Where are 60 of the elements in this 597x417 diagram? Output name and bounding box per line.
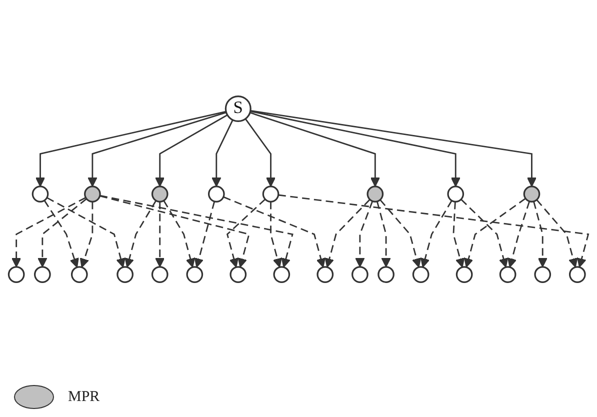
arrow bbox=[270, 201, 282, 268]
node-circle bbox=[84, 185, 101, 202]
arrow bbox=[460, 198, 508, 268]
arrow bbox=[44, 200, 79, 268]
arrow bbox=[100, 194, 250, 268]
arrow bbox=[80, 201, 94, 268]
arrow bbox=[38, 198, 87, 267]
arrow bbox=[250, 112, 380, 186]
node-circle bbox=[151, 266, 168, 283]
node-circle bbox=[316, 266, 334, 283]
arrow bbox=[163, 200, 196, 268]
arrow bbox=[250, 110, 460, 186]
arrow bbox=[194, 200, 216, 268]
arrow bbox=[533, 200, 548, 267]
arrow bbox=[464, 197, 526, 268]
node-circle bbox=[534, 266, 552, 283]
node-circle: S bbox=[224, 95, 252, 122]
node-circle bbox=[523, 185, 540, 202]
node-circle bbox=[186, 266, 204, 283]
arrow bbox=[380, 198, 422, 268]
arrow bbox=[536, 198, 578, 268]
arrow bbox=[355, 200, 374, 267]
arrow bbox=[212, 119, 234, 186]
node-circle bbox=[8, 266, 25, 283]
arrow bbox=[324, 198, 370, 268]
node-circle bbox=[568, 266, 586, 283]
arrow bbox=[88, 111, 226, 186]
node-circle bbox=[273, 266, 290, 283]
arrow bbox=[100, 194, 294, 268]
legend-text: MPR bbox=[68, 388, 100, 406]
node-circle bbox=[352, 266, 368, 283]
arrow bbox=[250, 110, 537, 186]
node-circle bbox=[230, 266, 247, 283]
arrow bbox=[35, 110, 226, 186]
node-circle bbox=[70, 266, 88, 283]
node-circle bbox=[456, 266, 473, 283]
arrow bbox=[507, 200, 530, 268]
node-circle bbox=[378, 266, 394, 283]
node-circle bbox=[208, 185, 225, 202]
arrow bbox=[452, 201, 465, 268]
arrow bbox=[124, 200, 157, 268]
node-circle bbox=[262, 185, 280, 202]
node-circle bbox=[499, 266, 516, 283]
arrow bbox=[420, 200, 452, 268]
node-circle bbox=[151, 185, 168, 202]
node-circle bbox=[366, 185, 384, 202]
node-circle bbox=[32, 185, 49, 202]
arrow bbox=[226, 198, 266, 268]
node-circle bbox=[34, 266, 51, 283]
arrow bbox=[223, 196, 326, 268]
arrow bbox=[155, 114, 228, 186]
arrow bbox=[278, 194, 590, 268]
arrow bbox=[244, 118, 276, 186]
node-circle bbox=[412, 266, 430, 283]
node-circle bbox=[116, 266, 134, 283]
node-circle bbox=[447, 185, 464, 202]
arrow bbox=[376, 200, 391, 267]
arrow bbox=[155, 201, 165, 267]
arrow bbox=[12, 196, 86, 267]
arrow bbox=[46, 196, 126, 268]
